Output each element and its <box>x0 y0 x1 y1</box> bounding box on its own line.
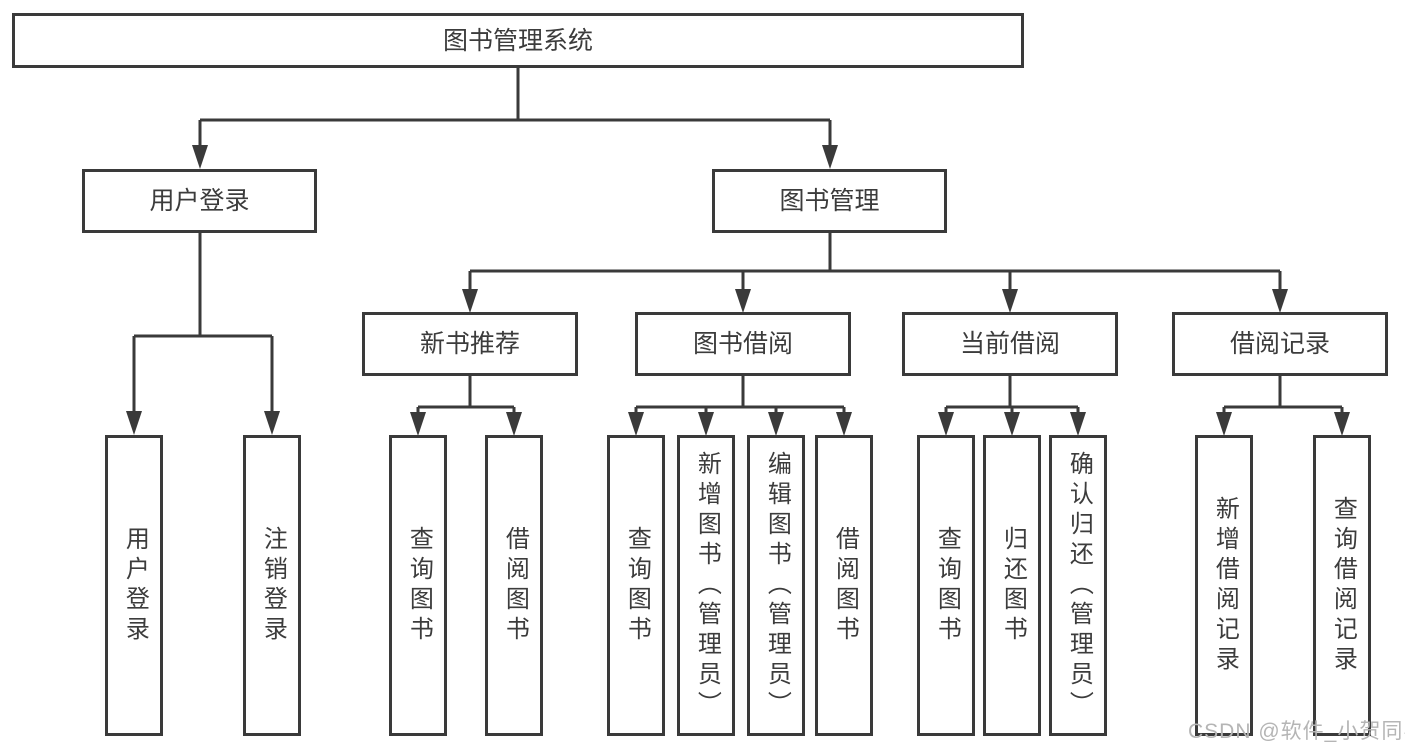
leaf-borrow-query-book: 查询图书 <box>607 435 665 736</box>
csdn-watermark: CSDN @软件_小贺同学 <box>1188 720 1405 743</box>
connector-borrow-record-to-leaves <box>1216 376 1350 436</box>
leaf-newrec-borrow-book: 借阅图书 <box>485 435 543 736</box>
node-book-management: 图书管理 <box>712 169 947 233</box>
connector-user-login-to-leaves <box>126 233 280 435</box>
node-book-borrow: 图书借阅 <box>635 312 851 376</box>
leaf-borrow-edit-book-admin: 编辑图书（管理员） <box>747 435 805 736</box>
connector-book-borrow-to-leaves <box>628 376 852 436</box>
leaf-record-add-record: 新增借阅记录 <box>1195 435 1253 736</box>
leaf-record-query-record: 查询借阅记录 <box>1313 435 1371 736</box>
leaf-newrec-query-book: 查询图书 <box>389 435 447 736</box>
leaf-borrow-borrow-book: 借阅图书 <box>815 435 873 736</box>
connector-book-mgmt-to-groups <box>462 233 1288 313</box>
node-root-system: 图书管理系统 <box>12 13 1024 68</box>
leaf-user-login: 用户登录 <box>105 435 163 736</box>
leaf-current-confirm-return-admin: 确认归还（管理员） <box>1049 435 1107 736</box>
connector-current-borrow-to-leaves <box>938 376 1086 436</box>
node-new-book-recommend: 新书推荐 <box>362 312 578 376</box>
leaf-current-return-book: 归还图书 <box>983 435 1041 736</box>
node-current-borrow: 当前借阅 <box>902 312 1118 376</box>
leaf-borrow-add-book-admin: 新增图书（管理员） <box>677 435 735 736</box>
leaf-logout: 注销登录 <box>243 435 301 736</box>
node-user-login: 用户登录 <box>82 169 317 233</box>
node-borrow-record: 借阅记录 <box>1172 312 1388 376</box>
leaf-current-query-book: 查询图书 <box>917 435 975 736</box>
connector-new-book-to-leaves <box>410 376 522 436</box>
connector-root-to-level2 <box>192 68 838 169</box>
